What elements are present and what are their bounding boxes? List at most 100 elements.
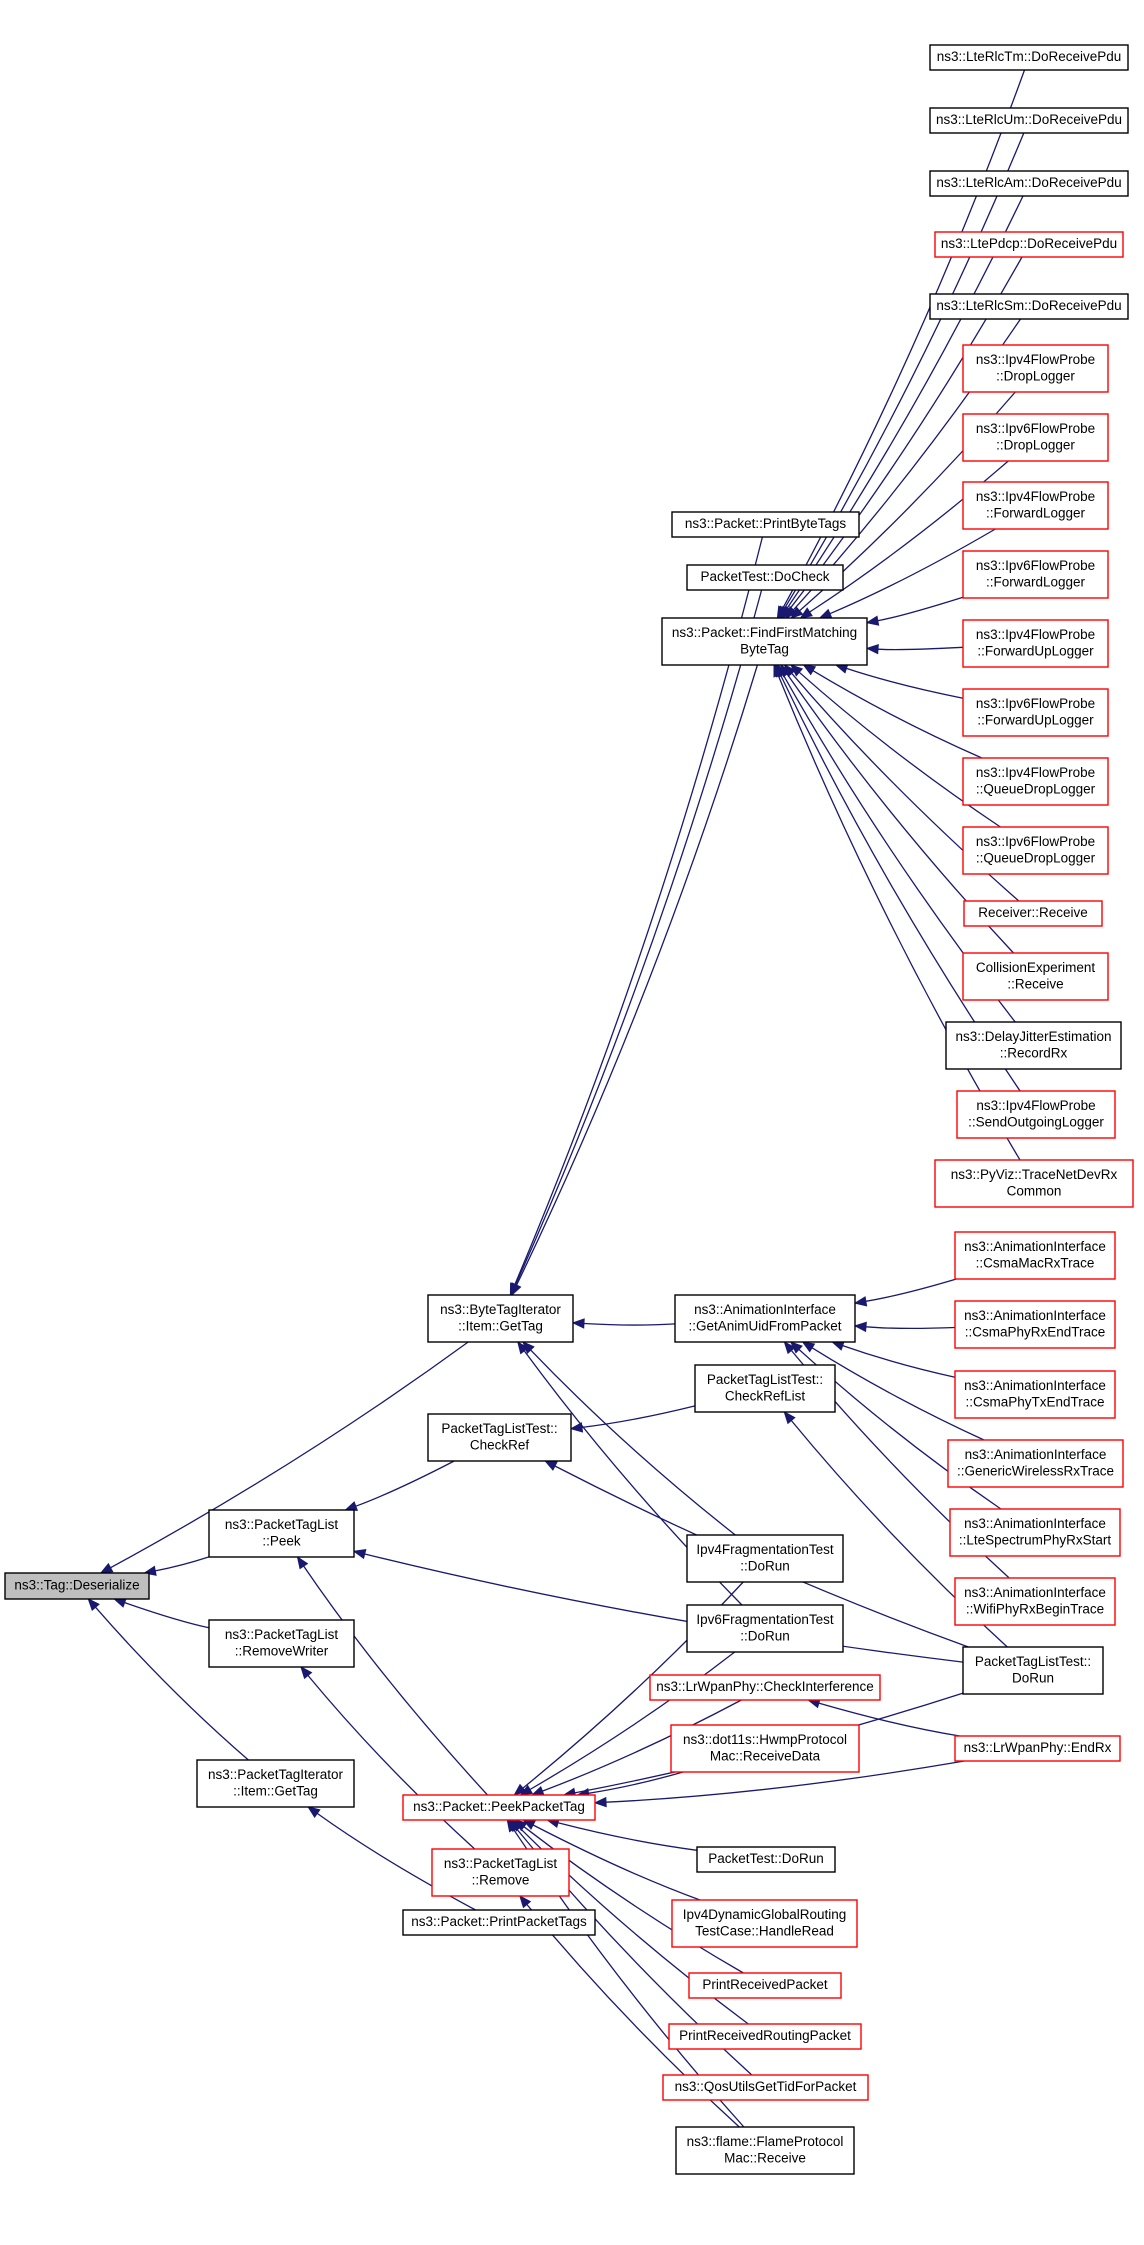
- node-label: ::WifiPhyRxBeginTrace: [966, 1601, 1104, 1616]
- node-label: ns3::DelayJitterEstimation: [955, 1029, 1111, 1044]
- function-node-ipv4fp-sendoutgoing[interactable]: ns3::Ipv4FlowProbe::SendOutgoingLogger: [956, 1090, 1116, 1139]
- call-edge-line: [783, 132, 1025, 609]
- node-label: ns3::Ipv4FlowProbe: [976, 1098, 1095, 1113]
- function-node-ptlt-dorun[interactable]: PacketTagListTest::DoRun: [962, 1646, 1104, 1695]
- function-node-lterclum[interactable]: ns3::LteRlcUm::DoReceivePdu: [929, 107, 1129, 134]
- function-node-packet-printbytetags[interactable]: ns3::Packet::PrintByteTags: [671, 511, 860, 538]
- function-node-ipv4fp-forwardup[interactable]: ns3::Ipv4FlowProbe::ForwardUpLogger: [962, 619, 1109, 668]
- function-node-ptlt-checkreflist[interactable]: PacketTagListTest::CheckRefList: [694, 1364, 836, 1413]
- node-box: [668, 2023, 862, 2050]
- node-label: Ipv4FragmentationTest: [696, 1542, 834, 1557]
- function-node-ltepdcp[interactable]: ns3::LtePdcp::DoReceivePdu: [934, 231, 1124, 258]
- function-node-packettest-dorun[interactable]: PacketTest::DoRun: [696, 1846, 836, 1873]
- function-node-anim-csmamacrx[interactable]: ns3::AnimationInterface::CsmaMacRxTrace: [954, 1231, 1116, 1280]
- node-label: PacketTagListTest::: [707, 1372, 823, 1387]
- function-node-delayjitter-recordrx[interactable]: ns3::DelayJitterEstimation::RecordRx: [945, 1021, 1122, 1070]
- node-label: ns3::LrWpanPhy::CheckInterference: [656, 1679, 874, 1694]
- call-edge-line: [355, 1460, 455, 1507]
- node-box: [954, 1735, 1121, 1762]
- function-node-receiver-receive[interactable]: Receiver::Receive: [963, 900, 1103, 927]
- node-label: ::Item::GetTag: [458, 1318, 543, 1333]
- node-label: ns3::Packet::FindFirstMatching: [672, 625, 857, 640]
- arrowhead-icon: [783, 1340, 796, 1355]
- function-node-ipv4fp-forwardlogger[interactable]: ns3::Ipv4FlowProbe::ForwardLogger: [962, 481, 1109, 530]
- function-node-anim-csmaphytxend[interactable]: ns3::AnimationInterface::CsmaPhyTxEndTra…: [954, 1370, 1116, 1419]
- function-nodes: ns3::Tag::Deserialize ns3::ByteTagIterato…: [4, 44, 1134, 2175]
- function-node-anim-genericwirelessrx[interactable]: ns3::AnimationInterface::GenericWireless…: [947, 1439, 1124, 1488]
- node-label: ns3::Ipv6FlowProbe: [976, 558, 1095, 573]
- call-edge-line: [307, 1675, 476, 1850]
- call-edge: [801, 1341, 985, 1441]
- function-node-lrwpan-checkinterference[interactable]: ns3::LrWpanPhy::CheckInterference: [649, 1674, 881, 1701]
- function-node-collision-receive[interactable]: CollisionExperiment::Receive: [962, 952, 1109, 1001]
- call-edge: [802, 664, 983, 759]
- arrowhead-icon: [513, 1783, 527, 1796]
- function-node-qosutils-gettid[interactable]: ns3::QosUtilsGetTidForPacket: [662, 2074, 869, 2101]
- arrowhead-icon: [99, 1562, 114, 1574]
- function-node-packet-peekpackettag[interactable]: ns3::Packet::PeekPacketTag: [402, 1794, 596, 1821]
- function-node-ipv6fp-queuedrop[interactable]: ns3::Ipv6FlowProbe::QueueDropLogger: [962, 826, 1109, 875]
- call-edge: [307, 1806, 476, 1911]
- function-node-ipv4dyn-handleread[interactable]: Ipv4DynamicGlobalRoutingTestCase::Handle…: [671, 1899, 858, 1948]
- function-node-ipv4frag-dorun[interactable]: Ipv4FragmentationTest::DoRun: [686, 1534, 844, 1583]
- call-edge: [143, 1556, 210, 1576]
- function-node-ipv6frag-dorun[interactable]: Ipv6FragmentationTest::DoRun: [686, 1604, 844, 1653]
- call-edge-line: [303, 1565, 488, 1796]
- function-node-ptlt-checkref[interactable]: PacketTagListTest::CheckRef: [427, 1413, 572, 1462]
- node-box: [431, 1848, 570, 1897]
- node-label: ::Remove: [472, 1872, 530, 1887]
- function-node-printreceivedroutingpacket[interactable]: PrintReceivedRoutingPacket: [668, 2023, 862, 2050]
- node-label: ::ForwardUpLogger: [977, 643, 1094, 658]
- function-node-ipv4fp-queuedrop[interactable]: ns3::Ipv4FlowProbe::QueueDropLogger: [962, 757, 1109, 806]
- function-node-ipv6fp-forwardup[interactable]: ns3::Ipv6FlowProbe::ForwardUpLogger: [962, 688, 1109, 737]
- node-label: ::QueueDropLogger: [976, 850, 1096, 865]
- call-edge-line: [846, 667, 964, 699]
- function-node-ptl-remove[interactable]: ns3::PacketTagList::Remove: [431, 1848, 570, 1897]
- function-node-ptl-peek[interactable]: ns3::PacketTagList::Peek: [208, 1509, 355, 1558]
- function-node-anim-wifiphyrxbegin[interactable]: ns3::AnimationInterface::WifiPhyRxBeginT…: [954, 1577, 1116, 1626]
- node-label: ::Peek: [262, 1533, 301, 1548]
- arrowhead-icon: [307, 1806, 321, 1818]
- function-node-ipv6fp-droplogger[interactable]: ns3::Ipv6FlowProbe::DropLogger: [962, 413, 1109, 462]
- function-node-pti-item-gettag[interactable]: ns3::PacketTagIterator::Item::GetTag: [196, 1759, 355, 1808]
- function-node-printreceivedpacket[interactable]: PrintReceivedPacket: [688, 1972, 842, 1999]
- node-box: [686, 1534, 844, 1583]
- node-label: ::DoRun: [740, 1558, 790, 1573]
- call-edge-line: [110, 1341, 469, 1569]
- arrowhead-icon: [802, 664, 817, 676]
- call-edge: [546, 1817, 698, 1851]
- function-node-packettest-docheck[interactable]: PacketTest::DoCheck: [686, 564, 844, 591]
- function-node-ipv4fp-droplogger[interactable]: ns3::Ipv4FlowProbe::DropLogger: [962, 344, 1109, 393]
- call-edge: [571, 1318, 676, 1329]
- call-edge-line: [316, 1812, 476, 1911]
- call-edge-line: [877, 596, 964, 622]
- node-box: [208, 1509, 355, 1558]
- arrowhead-icon: [519, 1894, 532, 1909]
- function-node-dot11s-receivedata[interactable]: ns3::dot11s::HwmpProtocolMac::ReceiveDat…: [670, 1724, 860, 1773]
- node-label: ns3::PacketTagIterator: [208, 1767, 344, 1782]
- call-edge-line: [124, 1601, 210, 1629]
- function-node-anim-csmaphyrxend[interactable]: ns3::AnimationInterface::CsmaPhyRxEndTra…: [954, 1300, 1116, 1349]
- function-node-ltercltm[interactable]: ns3::LteRlcTm::DoReceivePdu: [929, 44, 1129, 71]
- node-label: ns3::Ipv4FlowProbe: [976, 765, 1095, 780]
- function-node-ltercl-sm[interactable]: ns3::LteRlcSm::DoReceivePdu: [929, 293, 1129, 320]
- function-node-lrwpan-endrx[interactable]: ns3::LrWpanPhy::EndRx: [954, 1735, 1121, 1762]
- function-node-anim-ltespectrumphyrxstart[interactable]: ns3::AnimationInterface::LteSpectrumPhyR…: [949, 1508, 1121, 1557]
- function-node-ipv6fp-forwardlogger[interactable]: ns3::Ipv6FlowProbe::ForwardLogger: [962, 550, 1109, 599]
- node-box: [962, 344, 1109, 393]
- node-label: TestCase::HandleRead: [695, 1923, 834, 1938]
- node-label: ns3::flame::FlameProtocol: [687, 2134, 844, 2149]
- function-node-anim-getanimuid[interactable]: ns3::AnimationInterface::GetAnimUidFromP…: [674, 1294, 856, 1343]
- function-node-tag-deserialize[interactable]: ns3::Tag::Deserialize: [4, 1572, 150, 1600]
- node-box: [962, 1646, 1104, 1695]
- function-node-lterclam[interactable]: ns3::LteRlcAm::DoReceivePdu: [929, 170, 1129, 197]
- call-edge: [576, 1771, 684, 1799]
- node-box: [962, 757, 1109, 806]
- node-label: ns3::LteRlcUm::DoReceivePdu: [936, 112, 1122, 127]
- function-node-bti-item-gettag[interactable]: ns3::ByteTagIterator::Item::GetTag: [427, 1294, 574, 1343]
- function-node-packet-printpackettags[interactable]: ns3::Packet::PrintPacketTags: [402, 1909, 596, 1936]
- function-node-ptl-removewriter[interactable]: ns3::PacketTagList::RemoveWriter: [208, 1619, 355, 1668]
